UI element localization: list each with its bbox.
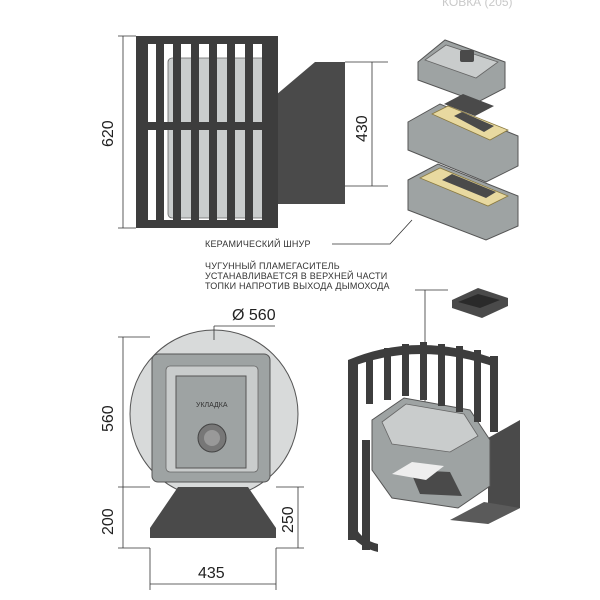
note-flame-line3: ТОПКИ НАПРОТИВ ВЫХОДА ДЫМОХОДА [205, 281, 390, 291]
front-middle-band [136, 122, 278, 130]
front-view: 620 430 [100, 35, 388, 229]
front-bottom-ring [136, 220, 278, 228]
front-top-ring [136, 36, 278, 44]
plan-base [150, 487, 276, 528]
cutaway-chimney [488, 420, 520, 524]
dim-top-height: 560 [100, 405, 117, 432]
cutaway-bars [348, 342, 498, 552]
exploded-upper-body [407, 103, 519, 183]
plan-door-plate [175, 375, 247, 469]
front-vertical-bars [136, 36, 278, 228]
plan-view: УКЛАДКА Ø 560 560 200 250 435 [100, 307, 304, 590]
front-chimney-base [276, 186, 345, 204]
note-flame-line1: ЧУГУННЫЙ ПЛАМЕГАСИТЕЛЬ [205, 260, 340, 271]
dim-diameter: Ø 560 [232, 307, 276, 324]
cutaway-view [348, 342, 520, 552]
note-ceramic-cord: КЕРАМИЧЕСКИЙ ШНУР [205, 238, 311, 249]
dim-base-side-height: 250 [280, 506, 297, 533]
plan-door-brand: УКЛАДКА [196, 402, 228, 409]
header-title: КОВКА (205) [442, 0, 513, 9]
note-flame-line2: УСТАНАВЛИВАЕТСЯ В ВЕРХНЕЙ ЧАСТИ [205, 270, 387, 281]
exploded-view: КЕРАМИЧЕСКИЙ ШНУР [205, 39, 519, 249]
dim-base-height: 200 [100, 508, 117, 535]
dim-chimney-height: 430 [354, 115, 371, 142]
front-chimney-block [276, 62, 345, 186]
front-stove-body [167, 57, 277, 219]
dim-base-width: 435 [198, 565, 225, 582]
exploded-plate [444, 94, 494, 116]
dim-front-height: 620 [100, 120, 117, 147]
